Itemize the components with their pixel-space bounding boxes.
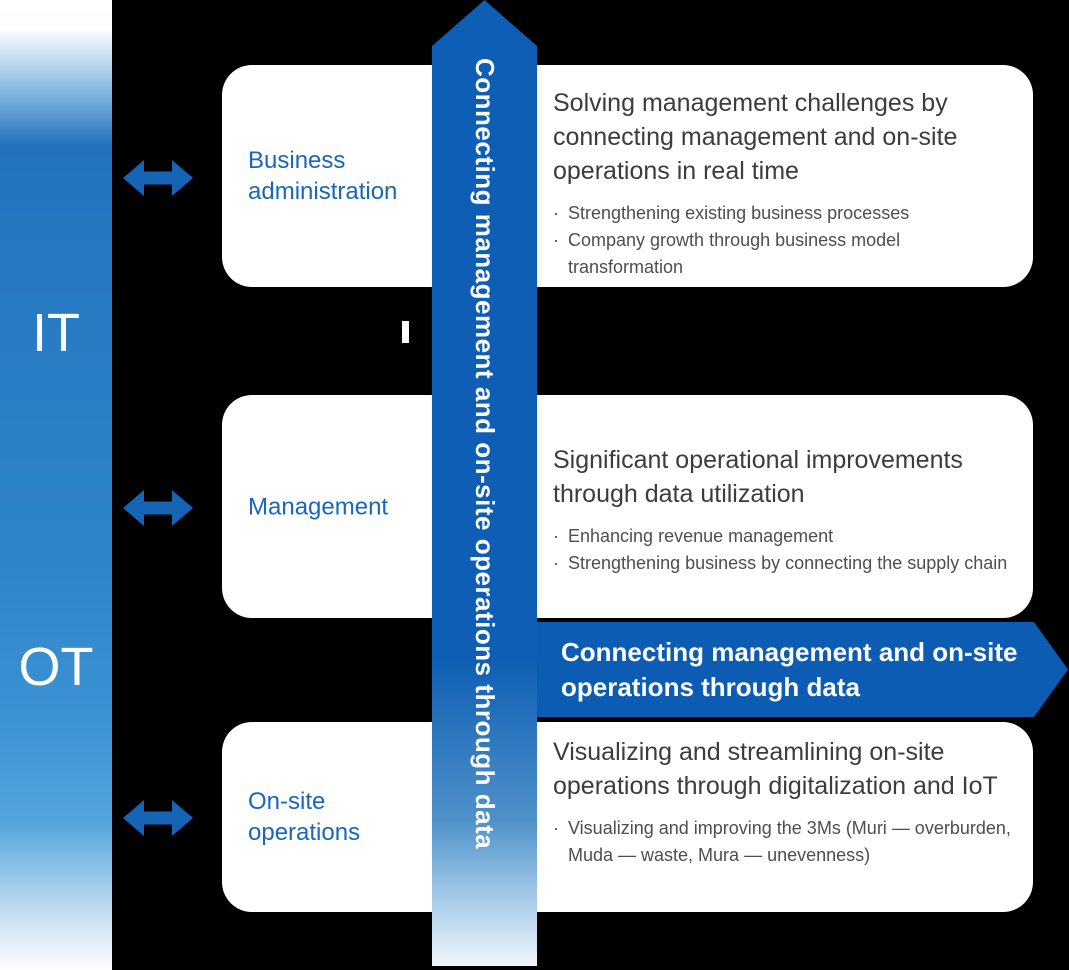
bullet-list: · Enhancing revenue management · Strengt… (553, 523, 1015, 577)
vertical-data-arrow: Connecting management and on-site operat… (432, 0, 537, 966)
bullet-text: Enhancing revenue management (568, 526, 834, 546)
card-heading-business-administration: Solving management challenges by connect… (553, 89, 958, 185)
card-business-administration: Business administration Solving manageme… (222, 65, 1033, 287)
double-arrow-it-management-icon (123, 490, 193, 526)
bullet-dot: · (553, 203, 559, 223)
bullet-list: · Strengthening existing business proces… (553, 200, 1015, 281)
banner-line-1: Connecting management and on-site (561, 636, 1018, 667)
card-label-onsite-operations: On-site operations (248, 788, 361, 846)
bullet-item: · Enhancing revenue management (553, 523, 1015, 550)
card-management: Management Significant operational impro… (222, 395, 1033, 618)
connector-dash (402, 321, 409, 343)
card-onsite-operations: On-site operations Visualizing and strea… (222, 722, 1033, 912)
bullet-list: · Visualizing and improving the 3Ms (Mur… (553, 815, 1015, 869)
card-heading-onsite-operations: Visualizing and streamlining on-site ope… (553, 738, 998, 800)
bullet-dot: · (553, 230, 559, 250)
card-content-onsite-operations: Visualizing and streamlining on-site ope… (553, 735, 1015, 869)
bullet-dot: · (553, 818, 559, 838)
bullet-item: · Strengthening business by connecting t… (553, 550, 1015, 577)
card-heading-management: Significant operational improvements thr… (553, 446, 963, 508)
bullet-text: Strengthening existing business processe… (568, 203, 910, 223)
bullet-dot: · (553, 553, 559, 573)
it-ot-gradient-bar: IT OT (0, 0, 112, 970)
vertical-data-arrow-text: Connecting management and on-site operat… (470, 58, 500, 850)
double-arrow-ot-onsite-icon (123, 800, 193, 836)
banner-line-2: operations through data (561, 671, 860, 702)
card-label-management: Management (248, 493, 389, 520)
ot-label: OT (18, 637, 94, 697)
card-label-business-administration: Business administration (248, 147, 398, 205)
bullet-text: Visualizing and improving the 3Ms (Muri … (568, 818, 1011, 865)
double-arrow-it-business-icon (123, 160, 193, 196)
bullet-text: Company growth through business model tr… (568, 230, 901, 277)
bullet-item: · Strengthening existing business proces… (553, 200, 1015, 227)
bullet-text: Strengthening business by connecting the… (568, 553, 1008, 573)
bullet-item: · Visualizing and improving the 3Ms (Mur… (553, 815, 1015, 869)
bullet-dot: · (553, 526, 559, 546)
card-content-management: Significant operational improvements thr… (553, 443, 1015, 577)
bullet-item: · Company growth through business model … (553, 227, 1015, 281)
data-connection-banner-arrow: Connecting management and on-site operat… (537, 622, 1068, 717)
it-label: IT (32, 303, 80, 363)
card-content-business-administration: Solving management challenges by connect… (553, 86, 1015, 281)
